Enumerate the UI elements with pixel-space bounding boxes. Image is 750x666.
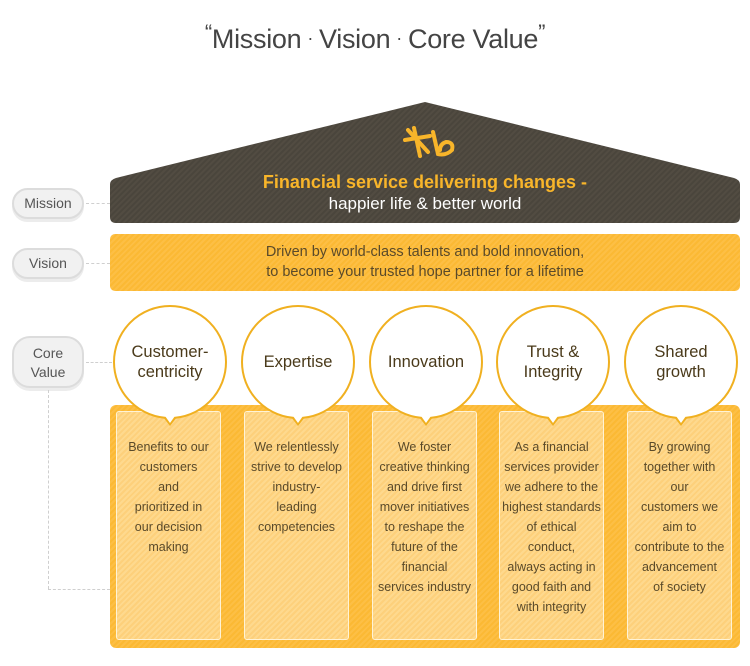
description-line: advancement: [641, 560, 718, 574]
core-value-name: growth: [656, 363, 706, 381]
vision-line1: Driven by world-class talents and bold i…: [265, 244, 585, 260]
core-value-card-customer-centricity: Benefits to our customers and prioritized i…: [116, 411, 221, 640]
description-line: customers we: [640, 500, 719, 514]
description-line: leading: [276, 500, 317, 514]
description-line: Benefits to our: [128, 440, 209, 454]
core-value-card-shared-growth: By growing together with our customers we ai…: [627, 411, 732, 640]
description-line: good faith and: [511, 580, 592, 594]
bubble-tail-inner: [293, 416, 303, 423]
core-values-panel: Benefits to our customers and prioritized i…: [110, 405, 740, 648]
description-line: We foster: [397, 440, 452, 454]
label-core-value-line1: Core: [32, 345, 64, 361]
description-line: prioritized in: [134, 500, 203, 514]
description-line: future of the: [391, 540, 458, 554]
core-value-name: Expertise: [263, 353, 333, 371]
description-line: services provider: [504, 460, 599, 474]
title-separator: ·: [396, 28, 402, 48]
core-value-name: centricity: [137, 363, 203, 381]
vision-connector: [86, 263, 110, 264]
page-title: “Mission·Vision·Core Value”: [0, 20, 750, 55]
title-separator: ·: [307, 28, 314, 48]
mission-line2: happier life & better world: [328, 194, 522, 213]
core-value-expertise: Expertise: [241, 305, 355, 419]
description-line: of ethical: [526, 520, 577, 534]
core-value-card-innovation: We foster creative thinking and drive firs…: [372, 411, 477, 640]
core-value-trust-integrity: Trust & Integrity: [496, 305, 610, 419]
core-value-name: Integrity: [523, 363, 583, 381]
title-vision: Vision: [319, 24, 391, 54]
description-line: As a financial: [514, 440, 589, 454]
mission-roof: [110, 102, 740, 223]
description-line: our: [670, 480, 689, 494]
core-value-card-expertise: We relentlessly strive to develop industry…: [244, 411, 349, 640]
description-line: to reshape the: [384, 520, 465, 534]
description-line: contribute to the: [634, 540, 725, 554]
label-core-value: Core Value: [12, 336, 84, 388]
description-line: with integrity: [516, 600, 587, 614]
open-quote: “: [204, 20, 212, 45]
roof-shape: [110, 102, 740, 223]
description-line: together with: [643, 460, 716, 474]
bubble-tail-inner: [421, 416, 431, 423]
bubble-tail-inner: [165, 416, 175, 423]
core-value-bottom-connector: [48, 589, 110, 590]
description-line: services industry: [377, 580, 472, 594]
description-line: always acting in: [507, 560, 596, 574]
description-line: of society: [653, 580, 706, 594]
description-line: highest standards: [502, 500, 601, 514]
core-value-name: Shared: [654, 343, 708, 361]
core-value-innovation: Innovation: [369, 305, 483, 419]
label-core-value-line2: Value: [30, 364, 66, 380]
description-line: and: [158, 480, 179, 494]
description-line: strive to develop: [250, 460, 343, 474]
core-value-shared-growth: Shared growth: [624, 305, 738, 419]
description-line: customers: [139, 460, 198, 474]
core-value-name: Trust &: [526, 343, 580, 361]
description-line: financial: [401, 560, 448, 574]
mission-connector: [86, 203, 110, 204]
description-line: making: [148, 540, 189, 554]
description-line: our decision: [134, 520, 203, 534]
core-value-name: Customer-: [131, 343, 209, 361]
label-vision: Vision: [12, 248, 84, 279]
label-mission: Mission: [12, 188, 84, 219]
description-line: we adhere to the: [504, 480, 599, 494]
description-line: We relentlessly: [254, 440, 339, 454]
title-core-value: Core Value: [408, 24, 539, 54]
description-line: aim to: [662, 520, 697, 534]
title-mission: Mission: [211, 24, 302, 54]
kb-logo-icon: [403, 126, 455, 158]
description-line: competencies: [257, 520, 336, 534]
core-value-connector: [86, 362, 112, 363]
core-value-card-trust-integrity: As a financial services provider we adhere…: [499, 411, 604, 640]
bubble-tail-inner: [548, 416, 558, 423]
mission-statement: Financial service delivering changes - h…: [110, 171, 740, 214]
bubble-tail-inner: [676, 416, 686, 423]
vision-line2: to become your trusted hope partner for …: [266, 264, 584, 280]
mission-line1: Financial service delivering changes -: [262, 172, 588, 192]
core-value-customer-centricity: Customer-centricity: [113, 305, 227, 419]
description-line: and drive first: [386, 480, 463, 494]
description-line: creative thinking: [379, 460, 470, 474]
description-line: By growing: [648, 440, 711, 454]
vision-statement: Driven by world-class talents and bold i…: [110, 234, 740, 291]
description-line: mover initiatives: [379, 500, 470, 514]
close-quote: ”: [538, 20, 546, 45]
core-value-name: Innovation: [387, 353, 465, 371]
core-value-vertical-connector: [48, 390, 49, 589]
description-line: conduct,: [527, 540, 576, 554]
description-line: industry-: [272, 480, 321, 494]
